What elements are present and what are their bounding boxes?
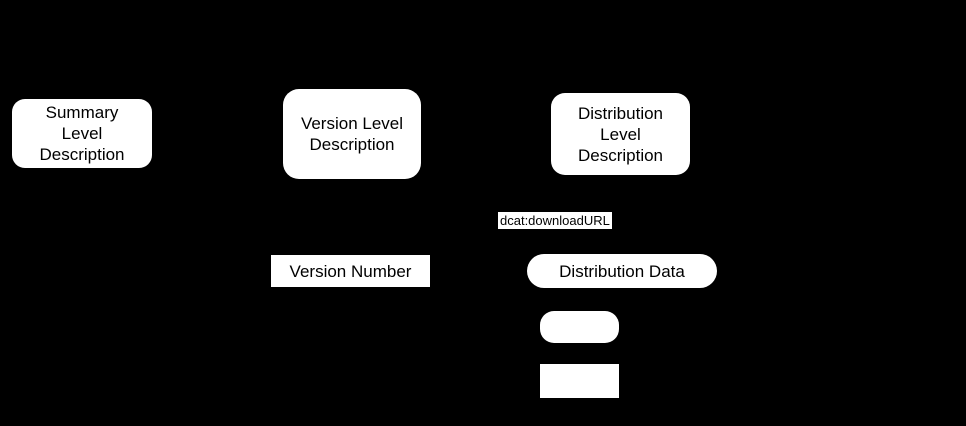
node-summary-level-description: Summary Level Description <box>12 99 152 168</box>
legend-rounded-rectangle-swatch <box>540 311 619 343</box>
legend-rectangle-swatch <box>540 364 619 398</box>
node-version-number: Version Number <box>271 255 430 287</box>
node-version-level-description: Version Level Description <box>283 89 421 179</box>
node-distribution-level-description: Distribution Level Description <box>551 93 690 175</box>
node-distribution-data: Distribution Data <box>527 254 717 288</box>
edge-label-dcat-downloadurl: dcat:downloadURL <box>498 212 612 229</box>
